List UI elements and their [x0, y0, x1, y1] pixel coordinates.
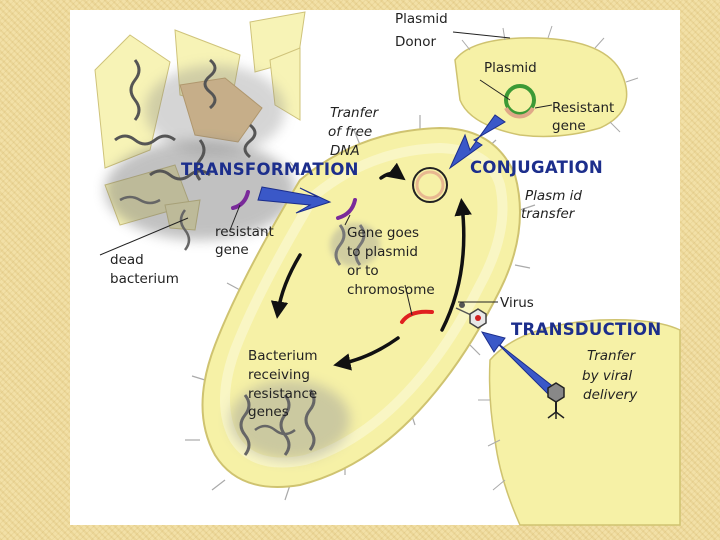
resistant-gene-label: gene [552, 118, 586, 134]
receiving-bacterium-label: genes [248, 404, 289, 420]
resistant-gene-fragment-outside [231, 190, 250, 210]
plasmid-transfer-label: transfer [521, 206, 576, 222]
cycle-arrow-icon [440, 198, 472, 332]
transfer-free-dna-label: of free [328, 124, 372, 140]
gene-goes-label: chromosome [347, 282, 435, 298]
plasmid-transfer-label: Plasm id [525, 188, 582, 204]
resistant-gene-label: Resistant [552, 100, 614, 116]
gene-goes-label: Gene goes [347, 225, 419, 241]
conjugation-heading: CONJUGATION [470, 158, 603, 177]
cycle-arrow-icon [270, 253, 302, 319]
virus-icon [547, 382, 565, 419]
resistant-gene-fragment-inside [336, 198, 357, 220]
cycle-arrow-icon [379, 162, 406, 181]
blue-arrow-icon [448, 114, 506, 170]
virus-label: Virus [500, 295, 534, 311]
viral-delivery-label: Tranfer [587, 348, 637, 364]
transduction-heading: TRANSDUCTION [511, 320, 661, 339]
resistant-gene-fragment-label: gene [215, 242, 249, 258]
gene-goes-label: or to [347, 263, 379, 279]
dead-bacterium-fragments [94, 11, 306, 251]
blue-arrow-icon [480, 331, 556, 397]
receiving-bacterium-label: resistance [248, 386, 317, 402]
plasmid-donor-label: Plasmid [395, 11, 448, 27]
viral-donor-cell [478, 318, 681, 526]
dead-bacterium-label: dead [110, 252, 144, 268]
viral-delivery-label: by viral [582, 368, 632, 384]
cycle-arrows [270, 162, 472, 371]
transformation-heading: TRANSFORMATION [181, 160, 359, 179]
plasmid-label: Plasmid [484, 60, 537, 76]
plasmid-donor-label: Donor [395, 34, 436, 50]
receiving-bacterium [185, 115, 536, 501]
receiving-bacterium-label: receiving [248, 367, 310, 383]
cycle-arrow-icon [333, 336, 400, 371]
receiving-bacterium-label: Bacterium [248, 348, 318, 364]
viral-delivery-label: delivery [583, 387, 638, 403]
virus-icon [455, 301, 498, 329]
gene-goes-label: to plasmid [347, 244, 418, 260]
plasmid-donor-cell [452, 25, 639, 138]
transfer-free-dna-label: Tranfer [330, 105, 380, 121]
transfer-free-dna-label: DNA [330, 143, 360, 159]
blue-arrow-icon [257, 186, 332, 214]
dead-bacterium-label: bacterium [110, 271, 179, 287]
resistant-gene-fragment-label: resistant [215, 224, 274, 240]
